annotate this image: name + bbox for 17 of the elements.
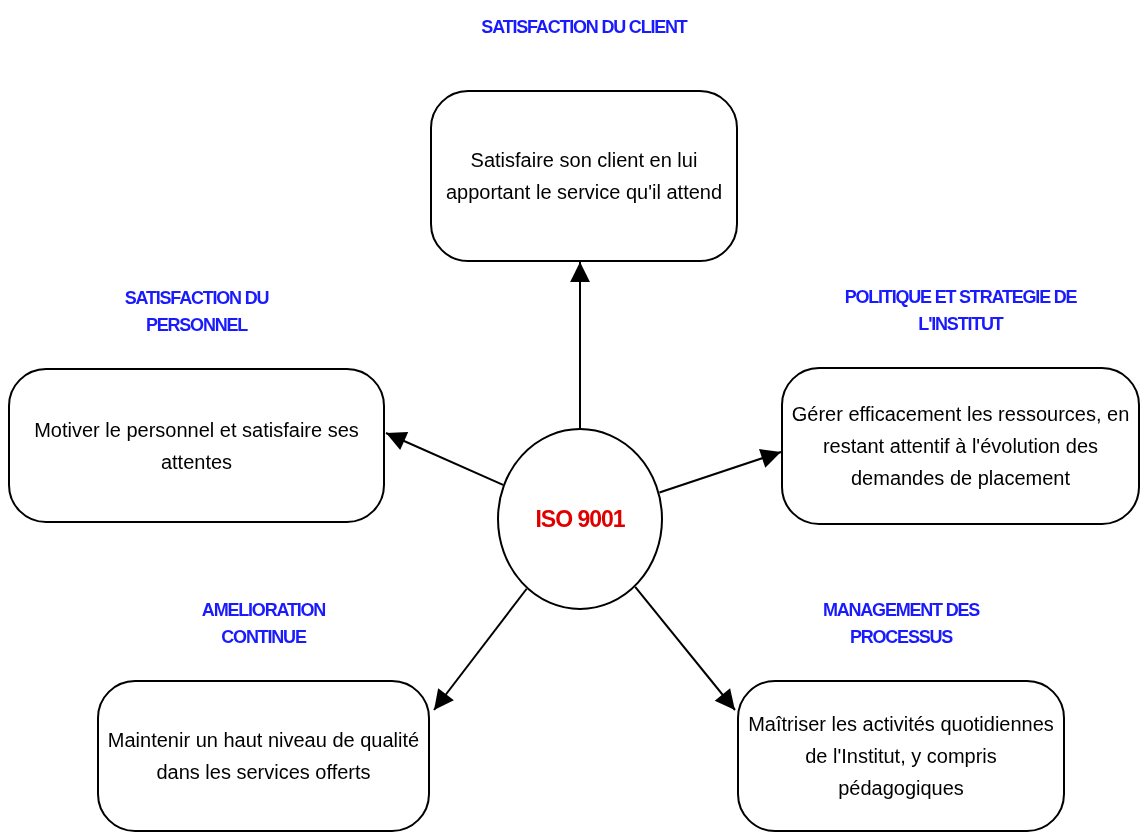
arrow	[385, 431, 505, 486]
standard-label: ISO 9001	[535, 505, 625, 533]
objective-heading: MANAGEMENT DES PROCESSUS	[821, 599, 981, 649]
objective-text: Gérer efficacement les ressources, en restant attentif à l'évolution des demandes de placement	[790, 402, 1131, 491]
arrow	[658, 448, 782, 494]
objective-heading: SATISFACTION DU PERSONNEL	[123, 287, 270, 337]
objective-heading: SATISFACTION DU CLIENT	[481, 16, 687, 39]
objective-heading: AMELIORATION CONTINUE	[200, 599, 327, 649]
arrow	[570, 261, 590, 429]
objective-heading: POLITIQUE ET STRATEGIE DE L'INSTITUT	[843, 286, 1078, 336]
objective-text: Maintenir un haut niveau de qualité dans les services offerts	[106, 728, 421, 785]
standard-ellipse	[497, 428, 663, 610]
objective-text: Satisfaire son client en lui apportant le service qu'il attend	[444, 148, 724, 205]
arrow	[634, 586, 736, 711]
objective-text: Maîtriser les activités quotidiennes de l'Institut, y compris pédagogiques	[747, 712, 1055, 801]
objective-text: Motiver le personnel et satisfaire ses attentes	[33, 417, 360, 475]
arrow	[433, 587, 528, 711]
